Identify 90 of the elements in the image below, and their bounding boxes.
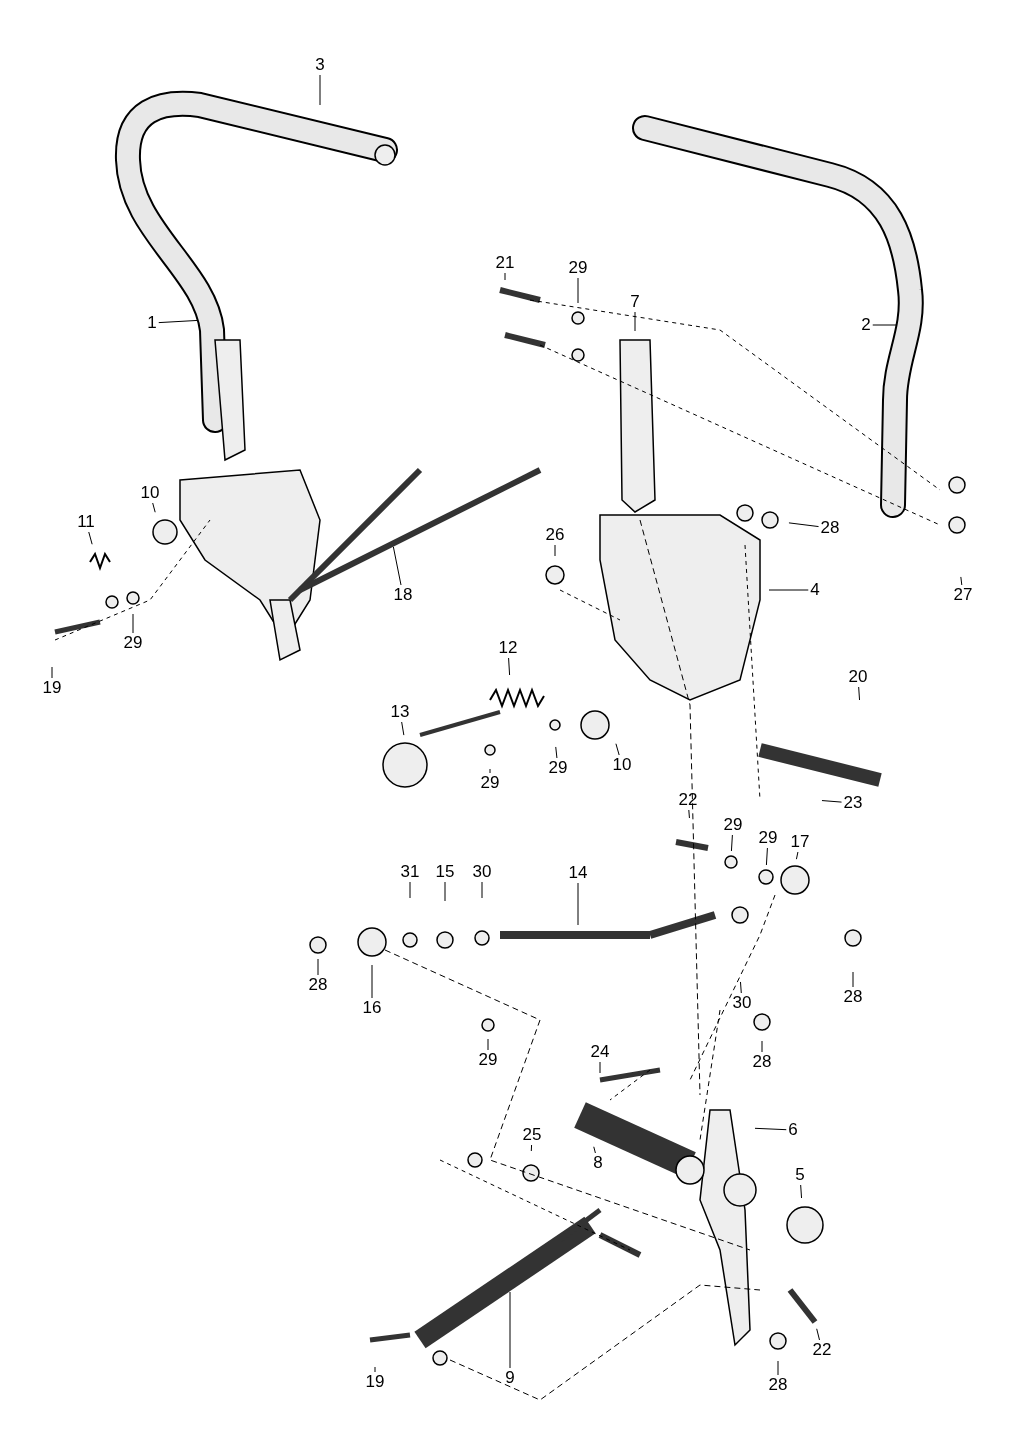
callout-number: 13: [389, 703, 411, 721]
leader-line: [858, 686, 861, 701]
callout-number: 22: [811, 1341, 833, 1359]
leader-line: [816, 1328, 820, 1341]
callout-number: 28: [842, 988, 864, 1006]
callout-number: 1: [146, 314, 158, 332]
callout-number: 31: [399, 863, 421, 881]
callout-number: 10: [611, 756, 633, 774]
leader-line: [51, 666, 53, 679]
leader-line: [509, 1291, 511, 1369]
leader-line: [761, 1040, 763, 1053]
leader-line: [88, 531, 93, 545]
callout-number: 18: [392, 586, 414, 604]
callout-number: 28: [307, 976, 329, 994]
leader-line: [444, 881, 446, 902]
callout-number: 9: [504, 1369, 516, 1387]
callout-number: 29: [547, 759, 569, 777]
callout-number: 11: [76, 513, 96, 531]
callout-number: 29: [722, 816, 744, 834]
callout-number: 2: [860, 316, 872, 334]
leader-line: [730, 834, 733, 852]
callout-number: 29: [479, 774, 501, 792]
leader-line: [599, 1061, 601, 1074]
callout-number: 28: [819, 519, 841, 537]
leader-line: [754, 1127, 787, 1131]
callout-number: 7: [629, 293, 641, 311]
leader-line: [593, 1146, 596, 1154]
leader-line: [960, 576, 963, 586]
leader-line: [489, 768, 491, 774]
callout-number: 29: [122, 634, 144, 652]
leader-line: [317, 958, 319, 976]
callout-number: 27: [952, 586, 974, 604]
leader-line: [688, 809, 690, 819]
callout-number: 5: [794, 1166, 806, 1184]
leader-line: [795, 851, 799, 860]
leader-line: [800, 1184, 803, 1199]
leader-line: [371, 964, 373, 999]
callout-number: 6: [787, 1121, 799, 1139]
callout-number: 29: [757, 829, 779, 847]
callout-number: 16: [361, 999, 383, 1017]
callout-number: 4: [809, 581, 821, 599]
leader-line: [788, 522, 820, 528]
leader-line: [577, 882, 579, 926]
leader-line: [555, 746, 558, 759]
leader-line: [374, 1366, 376, 1373]
callout-number: 14: [567, 864, 589, 882]
leader-line: [401, 721, 405, 736]
callout-number: 3: [314, 56, 326, 74]
leader-line: [821, 800, 843, 803]
callout-number: 21: [494, 254, 516, 272]
leader-line: [319, 74, 321, 106]
callout-number: 29: [567, 259, 589, 277]
callout-number: 29: [477, 1051, 499, 1069]
leader-line: [530, 1144, 533, 1152]
leader-line: [392, 546, 402, 586]
leader-line: [768, 589, 809, 591]
leader-line: [481, 881, 483, 899]
callout-number: 24: [589, 1043, 611, 1061]
callout-number: 28: [767, 1376, 789, 1394]
callout-number: 30: [731, 994, 753, 1012]
callout-number: 15: [434, 863, 456, 881]
callout-number: 25: [521, 1126, 543, 1144]
callout-number: 12: [497, 639, 519, 657]
leader-line: [409, 881, 411, 899]
callout-number: 28: [751, 1053, 773, 1071]
leader-line: [132, 613, 134, 634]
callout-number: 30: [471, 863, 493, 881]
leader-line: [634, 311, 636, 332]
callout-number: 19: [41, 679, 63, 697]
leader-line: [852, 971, 854, 988]
leader-line: [777, 1360, 779, 1376]
leader-line: [158, 319, 199, 324]
leader-line: [504, 272, 506, 281]
leader-line: [740, 981, 742, 994]
callout-number: 22: [677, 791, 699, 809]
leader-line: [872, 324, 897, 326]
callout-number: 26: [544, 526, 566, 544]
callout-number: 19: [364, 1373, 386, 1391]
callout-number: 10: [139, 484, 161, 502]
leader-line: [554, 544, 556, 557]
leader-line: [765, 847, 768, 866]
callout-number: 23: [842, 794, 864, 812]
leader-line: [152, 502, 156, 513]
leader-line: [487, 1038, 489, 1051]
callout-number: 8: [592, 1154, 604, 1172]
leader-line: [508, 657, 511, 676]
leader-line: [615, 743, 620, 756]
callout-number: 17: [789, 833, 811, 851]
callout-number: 20: [847, 668, 869, 686]
leader-line: [577, 277, 579, 304]
